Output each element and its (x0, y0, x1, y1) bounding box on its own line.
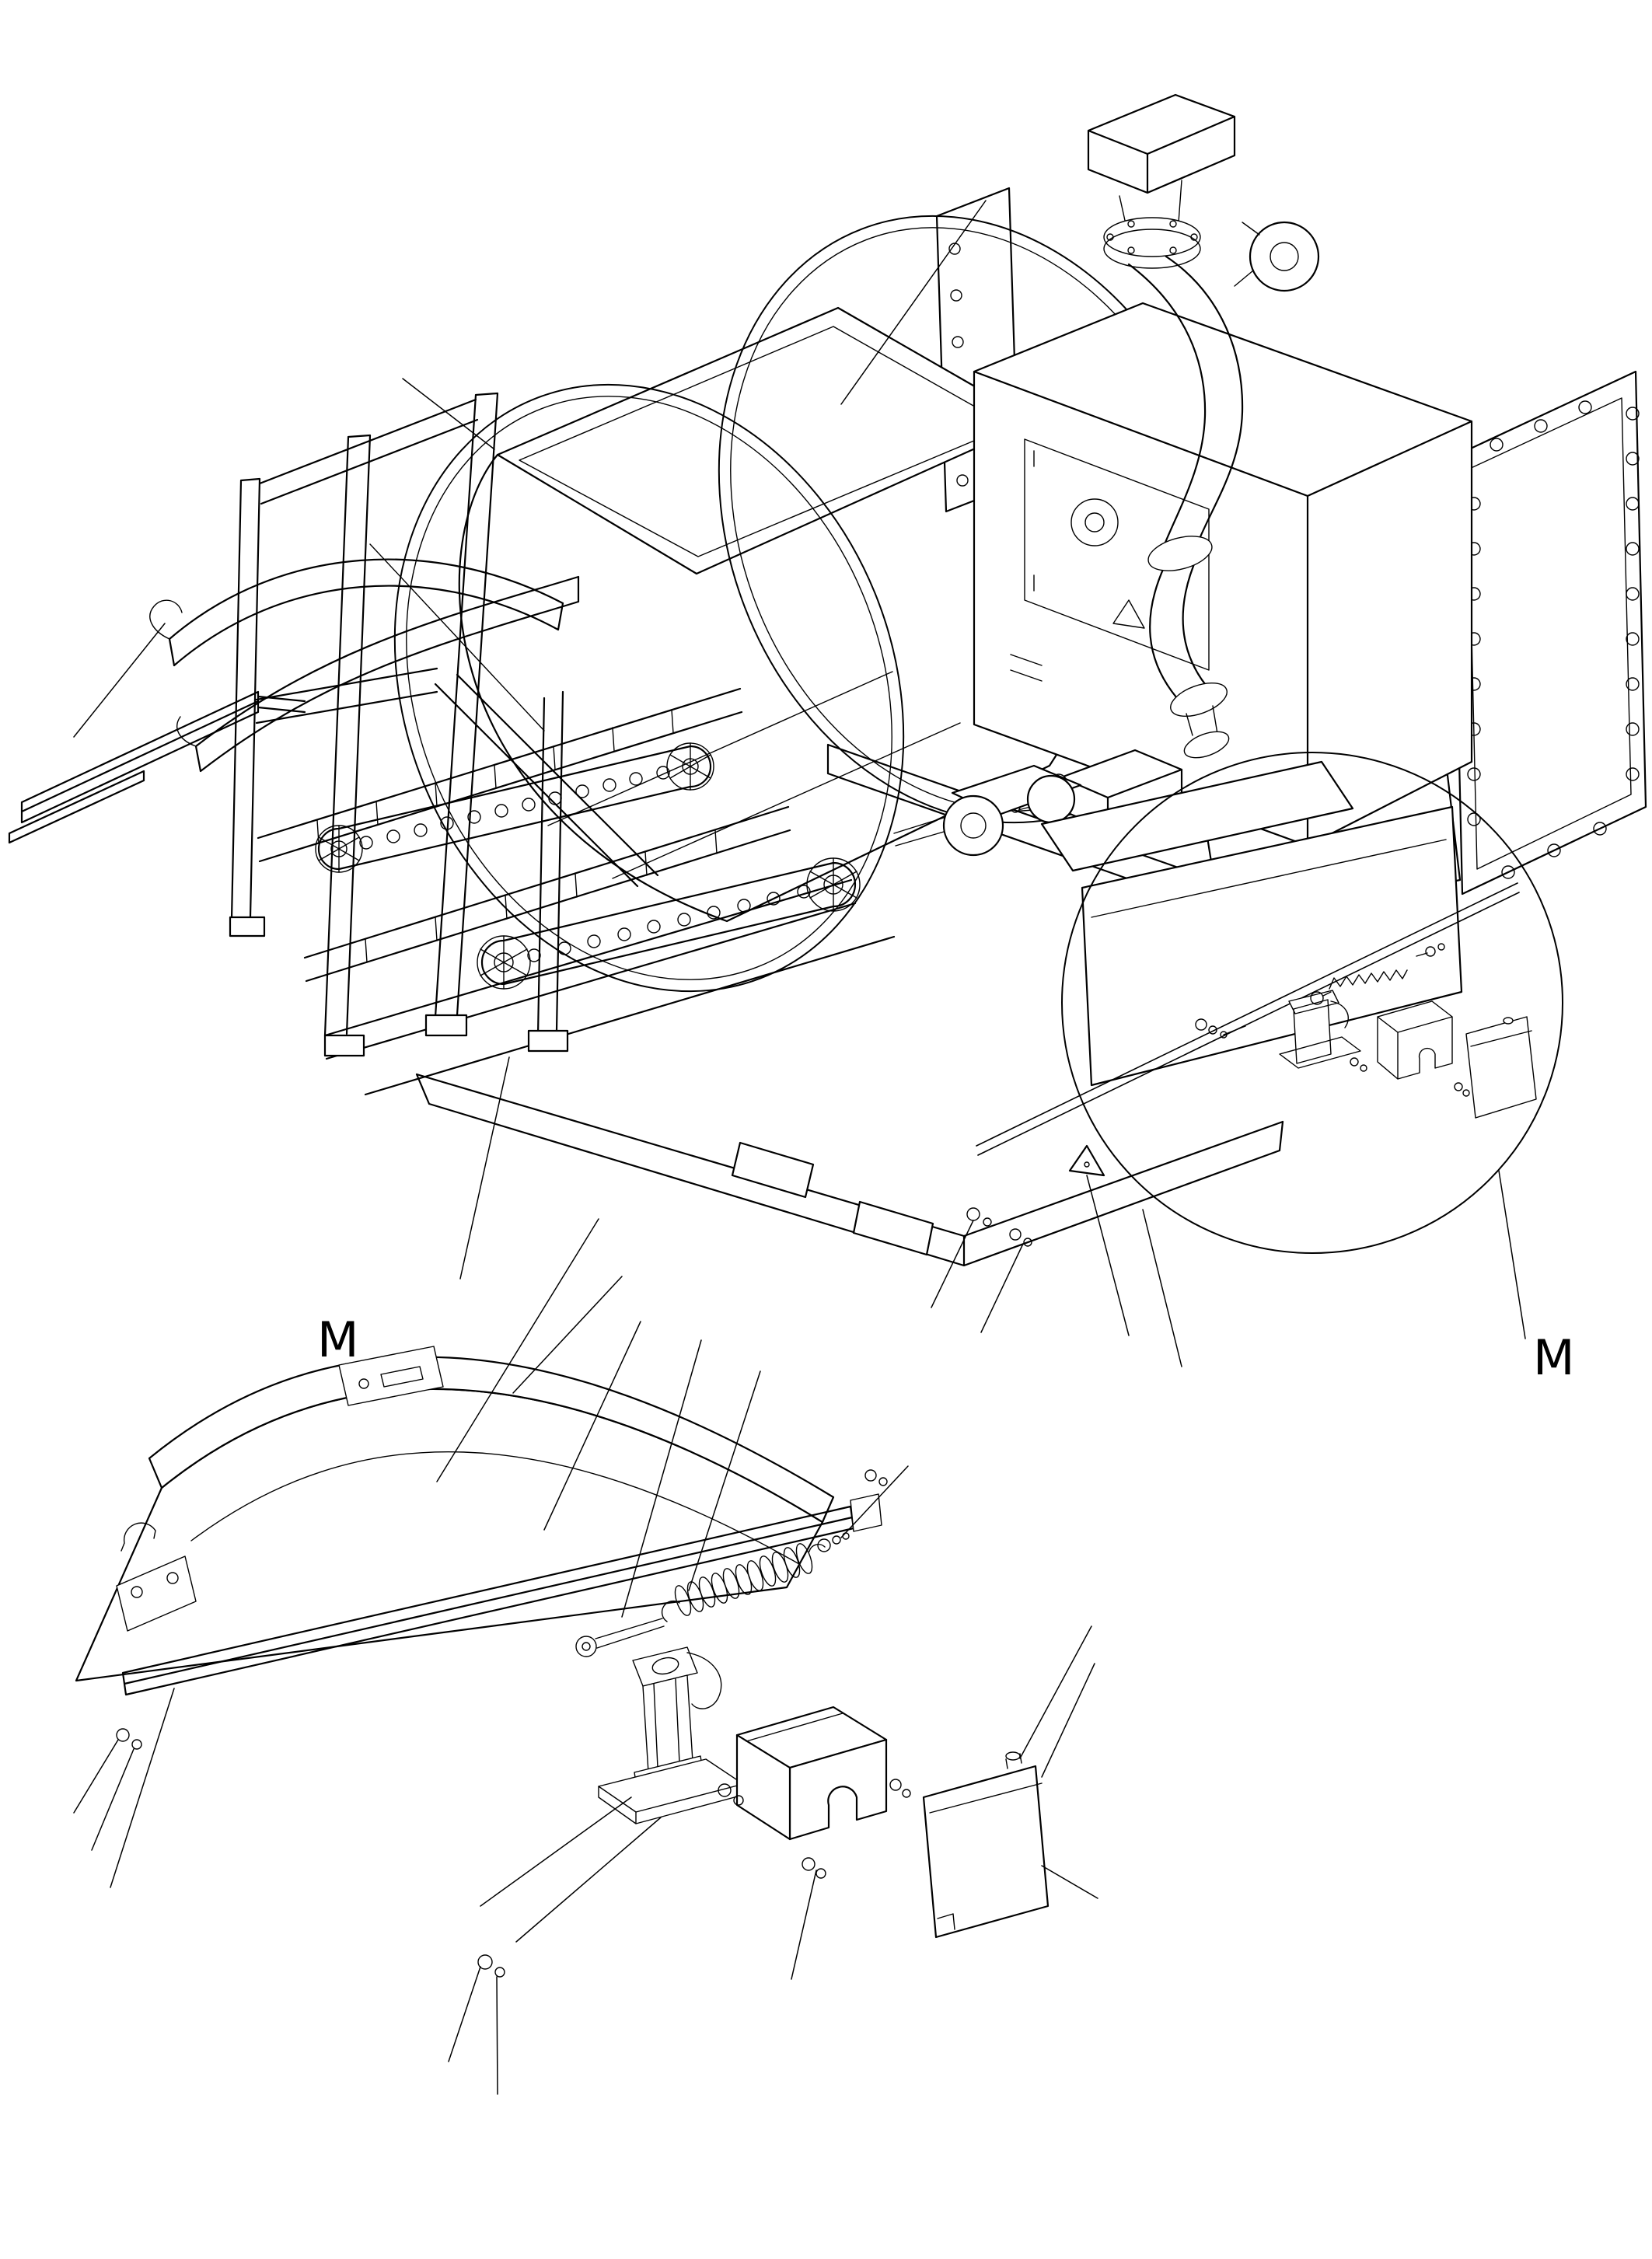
flap-plate (922, 1751, 1050, 1939)
detail-circle (1061, 752, 1563, 1254)
mini-spring (1329, 969, 1408, 990)
arm-hooks (149, 599, 197, 747)
mini-links (1223, 952, 1428, 1035)
guard-cover (735, 1706, 888, 1841)
mini-tensioner-hook (1330, 1000, 1349, 1028)
sprocket-spokes (318, 742, 857, 990)
top-flange-lower (1103, 229, 1201, 269)
tensioner-hook-arm (686, 1652, 722, 1709)
spring-hooks (661, 1543, 826, 1622)
fastener-callouts (966, 1144, 1105, 1247)
cover-bend-line (746, 1713, 843, 1742)
warning-tag-icon (1068, 1144, 1105, 1177)
side-rail-bars (8, 690, 306, 844)
gear-wheel-small (1026, 774, 1076, 824)
drive-housing (973, 93, 1473, 847)
motor-bracket (1234, 222, 1260, 287)
flap-plate-pin (1005, 1751, 1021, 1761)
mini-plate-pin (1503, 1017, 1514, 1025)
flange-bolts (1106, 220, 1198, 254)
reel-ring-left-inner (406, 396, 892, 980)
gear-shaft (893, 817, 945, 847)
panel-edge-line (1091, 839, 1447, 918)
flap-plate-hem (929, 1782, 1043, 1930)
lower-panels (1040, 760, 1463, 1087)
panel-brackets (116, 1346, 444, 1632)
motor-connectors (1119, 180, 1182, 225)
top-motor-box (1087, 93, 1236, 194)
gear-cluster (893, 764, 1082, 857)
detail-view-M: M (73, 1218, 1098, 2095)
side-sheet-panels (1040, 760, 1463, 1087)
mini-fasteners (1195, 943, 1470, 1097)
leader-lines (73, 200, 1526, 1367)
reel-ring-left (393, 383, 905, 993)
hose-coupling (1147, 536, 1213, 571)
suction-hose (1127, 255, 1244, 705)
chain-tracks (315, 742, 861, 990)
scraper-bar (121, 1505, 855, 1696)
scraper-bar-installed (976, 882, 1520, 1156)
bracket-holes (131, 1378, 369, 1598)
warning-triangle-icon (1112, 599, 1145, 629)
tension-spring (674, 1543, 813, 1616)
flap-plate-sheet (922, 1765, 1050, 1939)
support-frame (149, 392, 896, 1096)
coupling-links (1186, 705, 1218, 736)
hose-outlet (1183, 731, 1230, 759)
folding-arms (168, 558, 580, 773)
mini-guard-cover (1377, 1000, 1453, 1080)
detail-view-title: M (317, 1311, 359, 1368)
chassis-skids (415, 1073, 1284, 1267)
cover-front-face (788, 1738, 888, 1841)
track-outlines (317, 745, 857, 986)
side-motor-hub (1270, 242, 1299, 271)
detail-circle-M (1061, 752, 1563, 1254)
mini-plate-hem (1470, 1030, 1532, 1047)
flanged-mount-wall (1451, 370, 1647, 896)
gear-hub (960, 812, 987, 839)
flap-pin-lines (1005, 1753, 1022, 1769)
tensioner-assembly (598, 1646, 744, 1824)
top-flange (1103, 217, 1201, 257)
fastener-circles (966, 1207, 1032, 1247)
track-rollers (359, 766, 811, 962)
housing-door (1010, 438, 1210, 682)
tensioner-roller (651, 1657, 679, 1675)
gear-wheel (942, 794, 1004, 857)
side-motor (1249, 221, 1320, 292)
tensioner-body (642, 1674, 693, 1773)
frame-feet (229, 916, 569, 1057)
housing-faces (973, 302, 1473, 847)
tensioner-body-lines (653, 1678, 680, 1768)
machine-overview: M (8, 93, 1647, 1386)
warning-tag-dot (1084, 1161, 1090, 1168)
leader-lines (73, 1218, 1098, 2095)
bracket-details (120, 1366, 424, 1552)
cover-left-face (735, 1734, 791, 1841)
eye-bolt-rod (595, 1618, 665, 1649)
detail-callout-label: M (1533, 1329, 1575, 1386)
skid-pads (731, 1141, 934, 1256)
panel-fold-line (190, 1451, 800, 1565)
frame-beams (230, 392, 896, 1096)
sprockets (315, 742, 861, 990)
fastener-circles (116, 1469, 911, 1978)
bolt-holes (1467, 400, 1640, 879)
frame-rungs (316, 543, 718, 963)
mini-tensioner (1279, 990, 1361, 1069)
